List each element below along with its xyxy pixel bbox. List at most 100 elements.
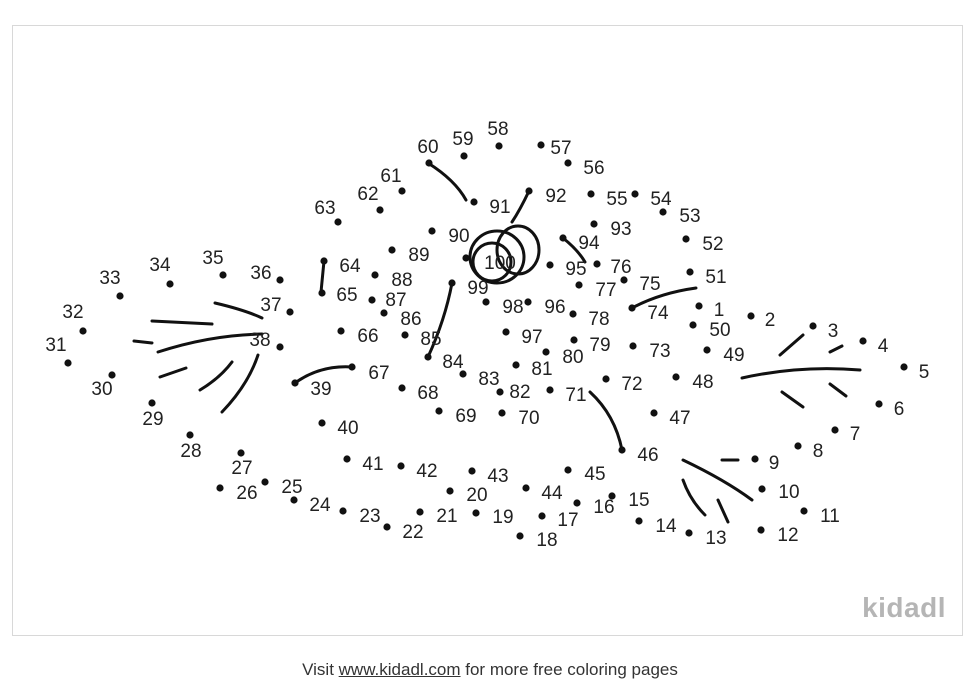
stroke [132,339,154,345]
dot-number: 7 [850,424,861,445]
dot-number: 74 [647,303,669,324]
dot-number: 58 [487,119,508,140]
dot-89: 89 [388,245,430,266]
dot-point [502,328,510,336]
dot-20: 20 [446,485,488,506]
dot-58: 58 [487,119,509,150]
dot-number: 96 [544,297,565,318]
dot-80: 80 [542,347,584,368]
stroke [740,367,862,380]
dot-number: 2 [765,310,776,331]
dot-3: 3 [809,321,838,342]
dot-number: 31 [45,335,66,356]
dot-number: 60 [417,137,438,158]
dot-70: 70 [498,408,540,429]
dot-56: 56 [564,158,605,179]
dot-73: 73 [629,341,671,362]
dot-number: 30 [91,379,112,400]
dot-point [371,271,379,279]
dot-point [809,322,817,330]
dot-100: 100 [462,253,516,274]
dot-point [537,141,545,149]
dot-point [64,359,72,367]
dot-point [261,478,269,486]
dot-45: 45 [564,464,606,485]
dot-point [79,327,87,335]
dot-number: 9 [769,453,780,474]
dot-point [166,280,174,288]
dot-number: 16 [593,497,614,518]
dot-number: 81 [531,359,552,380]
kidadl-link[interactable]: www.kidadl.com [338,660,461,679]
dot-number: 10 [778,482,799,503]
dot-point [689,321,697,329]
dot-point [751,455,759,463]
dot-point [794,442,802,450]
dot-28: 28 [180,431,202,462]
dot-99: 99 [448,278,489,299]
dot-point [629,342,637,350]
dot-number: 72 [621,374,642,395]
dot-point [512,361,520,369]
dot-number: 37 [260,295,281,316]
dot-number: 83 [478,369,499,390]
dot-number: 29 [142,409,163,430]
dot-point [397,462,405,470]
dot-4: 4 [859,336,889,357]
dot-66: 66 [337,326,379,347]
dot-number: 39 [310,379,331,400]
dot-point [388,246,396,254]
dot-point [343,455,351,463]
guide-strokes [132,161,862,524]
dot-number: 67 [368,363,389,384]
dot-number: 33 [99,268,120,289]
dot-number: 41 [362,454,383,475]
dot-36: 36 [250,263,284,284]
dot-number: 76 [610,257,631,278]
dot-82: 82 [496,382,531,403]
stroke [630,286,698,310]
dot-point [575,281,583,289]
stroke [150,319,214,326]
dot-point [659,208,667,216]
dot-65: 65 [318,285,358,306]
dot-97: 97 [502,327,543,348]
dot-12: 12 [757,525,799,546]
dot-number: 49 [723,345,744,366]
stroke [828,382,848,398]
dot-7: 7 [831,424,860,445]
dot-34: 34 [149,255,174,288]
dot-point [593,260,601,268]
dot-32: 32 [62,302,87,335]
dot-point [800,507,808,515]
dot-number: 15 [628,490,649,511]
dot-number: 43 [487,466,508,487]
dot-number: 92 [545,186,566,207]
dot-90: 90 [428,226,470,247]
dot-76: 76 [593,257,632,278]
dot-point [320,257,328,265]
dot-60: 60 [417,137,439,167]
dot-94: 94 [559,233,600,254]
dot-78: 78 [569,309,610,330]
dot-number: 42 [416,461,437,482]
dot-number: 59 [452,129,473,150]
dot-point [831,426,839,434]
dot-point [570,336,578,344]
dot-number: 64 [339,256,361,277]
dot-number: 78 [588,309,609,330]
footer: Visit www.kidadl.com for more free color… [0,660,980,680]
dot-number: 54 [650,189,672,210]
dot-number: 1 [714,300,725,321]
dot-number: 93 [610,219,631,240]
dot-number: 69 [455,406,476,427]
dot-point [276,276,284,284]
dot-point [650,409,658,417]
dot-point [337,327,345,335]
dot-point [148,399,156,407]
dot-50: 50 [689,320,731,341]
dot-point [695,302,703,310]
dot-point [686,268,694,276]
dot-26: 26 [216,483,258,504]
footer-suffix: for more free coloring pages [460,660,678,679]
